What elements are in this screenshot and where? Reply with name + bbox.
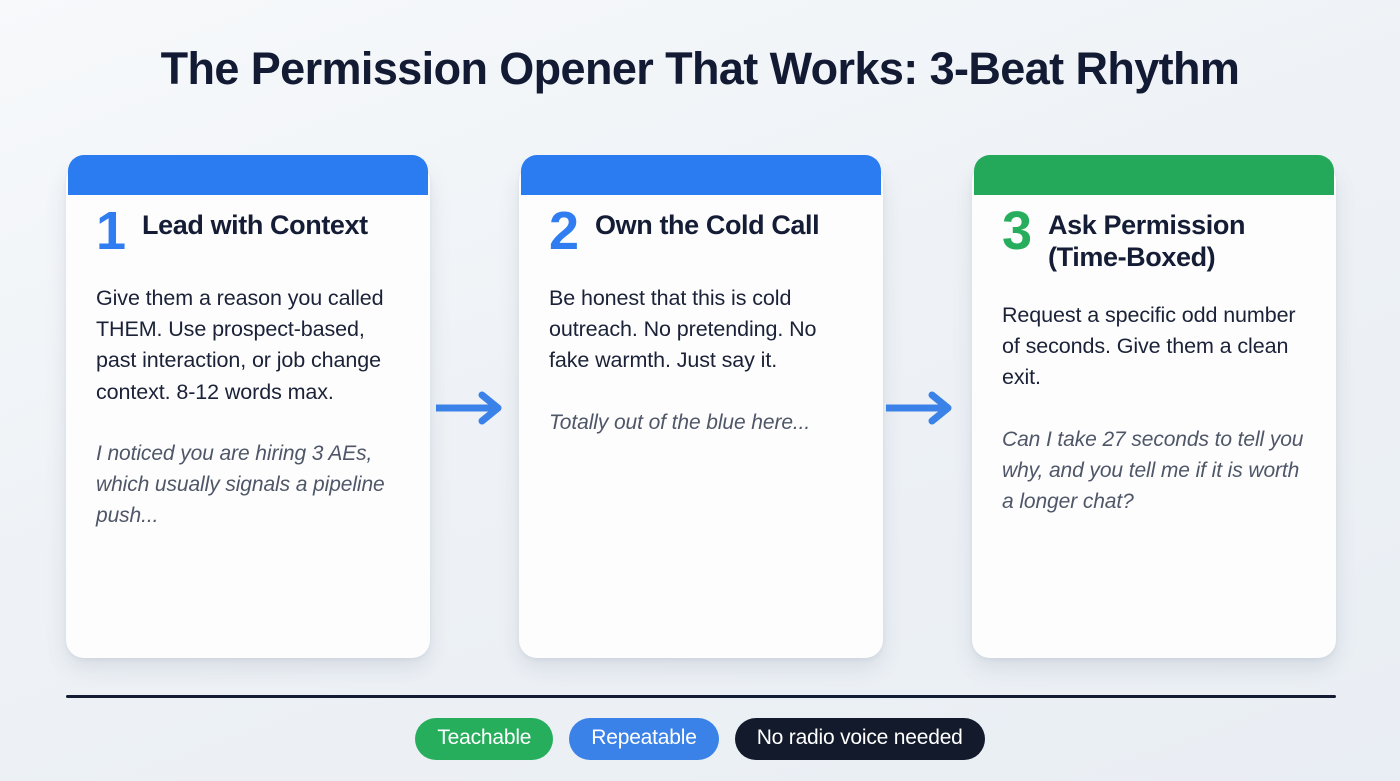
step-card-1: 1 Lead with Context Give them a reason y… bbox=[66, 155, 430, 658]
badge-no-radio-voice: No radio voice needed bbox=[734, 718, 985, 761]
badge-repeatable: Repeatable bbox=[569, 718, 719, 761]
arrow-card1-to-card2-icon bbox=[434, 388, 510, 428]
step-quote-3: Can I take 27 seconds to tell you why, a… bbox=[1002, 427, 1304, 513]
step-number-2: 2 bbox=[549, 201, 579, 261]
step-title-1: Lead with Context bbox=[142, 210, 368, 240]
step-number-3: 3 bbox=[1002, 201, 1032, 261]
footer-pills: Teachable Repeatable No radio voice need… bbox=[0, 718, 1400, 761]
card-header-2: 2 Own the Cold Call bbox=[549, 201, 853, 261]
card-accent-bar-3 bbox=[974, 155, 1334, 195]
card-header-3: 3 Ask Permission (Time-Boxed) bbox=[1002, 201, 1306, 274]
step-body-3: Request a specific odd number of seconds… bbox=[1002, 302, 1296, 390]
card-accent-bar-2 bbox=[521, 155, 881, 195]
card-accent-bar-1 bbox=[68, 155, 428, 195]
arrow-card2-to-card3-icon bbox=[884, 388, 960, 428]
step-card-2: 2 Own the Cold Call Be honest that this … bbox=[519, 155, 883, 658]
step-number-1: 1 bbox=[96, 201, 126, 261]
step-card-3: 3 Ask Permission (Time-Boxed) Request a … bbox=[972, 155, 1336, 658]
badge-teachable: Teachable bbox=[415, 718, 554, 761]
footer-divider bbox=[66, 695, 1336, 698]
card-header-1: 1 Lead with Context bbox=[96, 201, 400, 261]
step-body-2: Be honest that this is cold outreach. No… bbox=[549, 285, 817, 373]
step-body-1: Give them a reason you called THEM. Use … bbox=[96, 285, 384, 404]
step-title-2: Own the Cold Call bbox=[595, 210, 820, 240]
page-title: The Permission Opener That Works: 3-Beat… bbox=[160, 43, 1240, 94]
steps-container: 1 Lead with Context Give them a reason y… bbox=[66, 155, 1336, 658]
step-quote-1: I noticed you are hiring 3 AEs, which us… bbox=[96, 442, 385, 528]
step-title-3: Ask Permission (Time-Boxed) bbox=[1048, 210, 1246, 272]
step-quote-2: Totally out of the blue here... bbox=[549, 410, 811, 434]
